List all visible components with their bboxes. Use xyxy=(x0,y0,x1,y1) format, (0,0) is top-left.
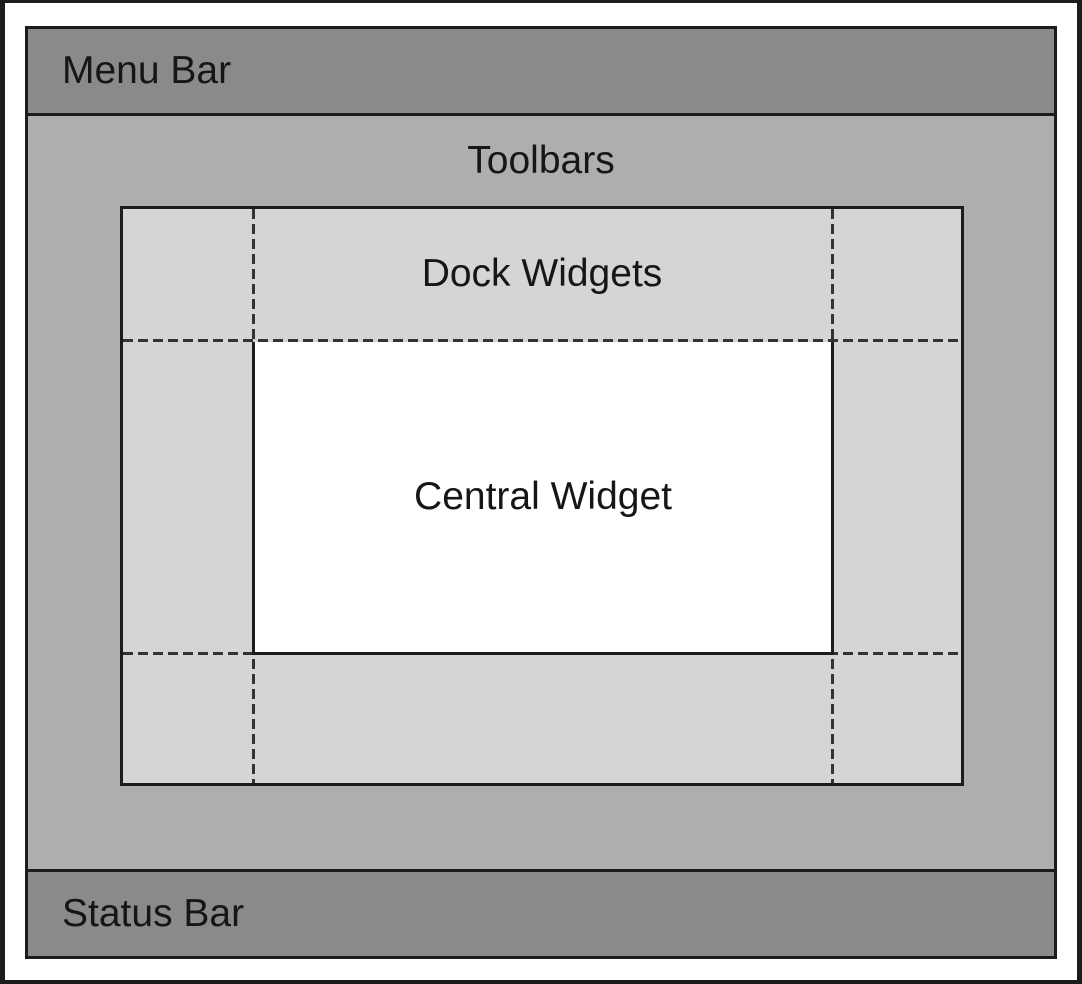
dock-widgets-label-row: Dock Widgets xyxy=(123,209,961,339)
dock-divider-dashed-line-top xyxy=(123,339,961,342)
menu-bar-region: Menu Bar xyxy=(28,29,1054,116)
central-widget-region: Central Widget xyxy=(252,342,834,655)
status-bar-label: Status Bar xyxy=(62,892,245,935)
central-widget-label: Central Widget xyxy=(414,475,672,518)
dock-widgets-region: Dock Widgets Central Widget xyxy=(120,206,964,786)
toolbars-region: Toolbars xyxy=(28,116,1054,206)
toolbars-label: Toolbars xyxy=(467,139,615,182)
dock-widgets-label: Dock Widgets xyxy=(421,252,663,295)
status-bar-region: Status Bar xyxy=(28,869,1054,956)
main-window-diagram: Menu Bar Toolbars Dock Widgets Central W… xyxy=(25,26,1057,959)
menu-bar-label: Menu Bar xyxy=(62,49,232,92)
